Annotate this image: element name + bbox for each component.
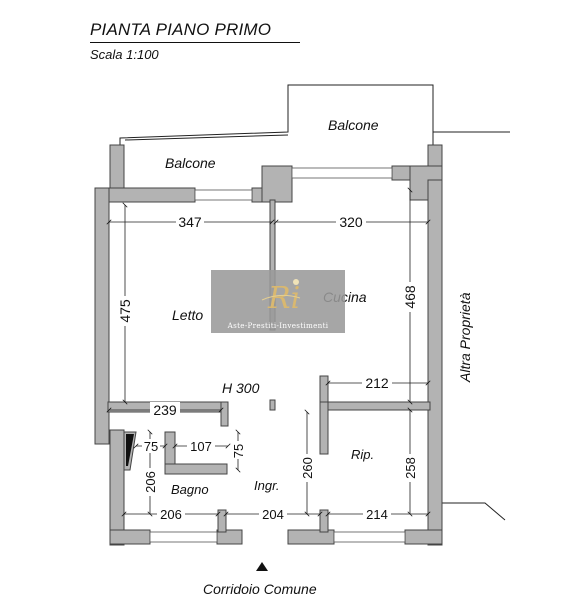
- title-underline: [90, 42, 300, 43]
- wall-rip-jamb: [319, 509, 329, 533]
- dim-letto-width: 347: [178, 214, 202, 230]
- dim-bagno-107: 107: [190, 439, 212, 454]
- watermark-box: [211, 270, 345, 333]
- watermark-logo: Ri Aste-Prestiti-Investimenti: [211, 270, 345, 333]
- window-south-1: [149, 531, 218, 543]
- entry-arrow-icon: [256, 562, 268, 571]
- dim-bottom-214: 214: [366, 507, 388, 522]
- room-ingresso: Ingr.: [254, 478, 280, 493]
- window-kitchen: [291, 167, 393, 179]
- dimension-lines: [106, 187, 431, 517]
- entry-gap: [258, 538, 266, 545]
- wall-partition-stub: [269, 399, 276, 411]
- dim-cucina-height: 468: [402, 285, 418, 309]
- dim-bottom-204: 204: [262, 507, 284, 522]
- wall-north-step: [261, 165, 293, 203]
- wall-balcony-left: [109, 144, 125, 190]
- balcony-outline: [119, 84, 510, 145]
- window-south-2: [333, 531, 406, 543]
- dim-letto-height: 475: [117, 299, 133, 323]
- ceiling-height-label: H 300: [222, 380, 260, 396]
- wall-north-1: [94, 187, 196, 203]
- plan-title: PIANTA PIANO PRIMO: [90, 20, 272, 39]
- dim-bagno-75b: 75: [231, 444, 246, 458]
- dim-bagno-top: 239: [153, 402, 177, 418]
- watermark-monogram-icon: Ri: [261, 279, 300, 316]
- wall-south-1: [109, 529, 151, 545]
- room-letto: Letto: [172, 307, 203, 323]
- wall-west-lower: [109, 429, 125, 546]
- room-bagno: Bagno: [171, 482, 209, 497]
- wall-west: [94, 187, 110, 445]
- wall-rip-west: [319, 401, 329, 455]
- wall-bedroom-jamb: [220, 401, 229, 427]
- dim-ingr-260: 260: [300, 457, 315, 479]
- wall-east: [427, 179, 443, 546]
- wall-south-4: [404, 529, 443, 545]
- wall-bath-jamb: [217, 509, 227, 533]
- dim-cucina-width: 320: [339, 214, 363, 230]
- room-ripostiglio: Rip.: [351, 447, 374, 462]
- watermark-monogram: Ri: [267, 281, 300, 316]
- bath-shower-dark: [126, 434, 134, 466]
- dim-bottom-206: 206: [160, 507, 182, 522]
- dim-rip-top: 212: [365, 375, 389, 391]
- neighbor-boundary: [440, 502, 506, 521]
- dim-bagno-75a: 75: [144, 439, 158, 454]
- room-balcone-left: Balcone: [165, 155, 216, 171]
- windows: [149, 167, 406, 543]
- neighbor-property-label: Altra Proprietà: [457, 292, 473, 383]
- common-corridor-label: Corridoio Comune: [203, 581, 317, 597]
- wall-bath-inner-h: [164, 463, 228, 475]
- wall-rip-north: [319, 401, 431, 411]
- room-balcone-top: Balcone: [328, 117, 379, 133]
- dimension-texts: 347 320 475 468 239 212 75 107 75 206 26…: [117, 214, 418, 522]
- dim-rip-258: 258: [403, 457, 418, 479]
- watermark-brand: Aste-Prestiti-Investimenti: [227, 321, 329, 330]
- dim-bagno-206v: 206: [143, 471, 158, 493]
- plan-scale: Scala 1:100: [90, 47, 159, 62]
- wall-kitchen-jamb: [319, 375, 329, 403]
- window-bedroom: [194, 189, 253, 201]
